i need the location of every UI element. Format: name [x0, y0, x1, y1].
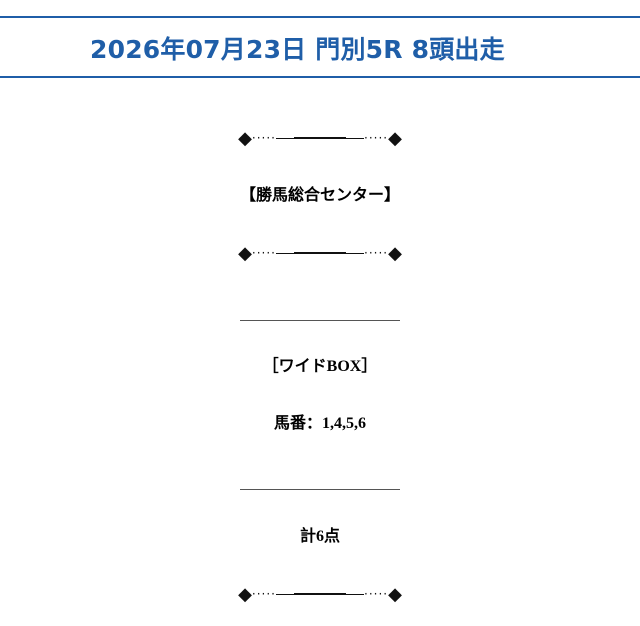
dash-left: [276, 138, 294, 139]
bet-type: ［ワイドBOX］: [262, 358, 378, 375]
dash-left: [276, 253, 294, 254]
dash-right: [346, 253, 364, 254]
diamond-icon: ◆: [238, 128, 252, 149]
center-name: 【勝馬総合センター】: [239, 187, 400, 204]
diamond-icon: ◆: [388, 128, 402, 149]
ornament-divider-middle: ◆··········◆: [0, 243, 640, 264]
header-bar: 2026年07月23日 門別5R 8頭出走: [0, 16, 640, 78]
horse-numbers: 馬番：1,4,5,6: [273, 415, 366, 432]
dash-right: [346, 594, 364, 595]
dash-left: [276, 594, 294, 595]
diamond-icon: ◆: [388, 584, 402, 605]
dots-left: ·····: [251, 587, 276, 601]
horizontal-rule: [240, 489, 400, 490]
ornament-divider-bottom: ◆··········◆: [0, 584, 640, 605]
page-title: 2026年07月23日 門別5R 8頭出走: [90, 35, 505, 64]
diamond-icon: ◆: [238, 584, 252, 605]
dots-left: ·····: [251, 131, 276, 145]
bold-dash-center: [294, 593, 346, 595]
diamond-icon: ◆: [238, 243, 252, 264]
dots-right: ·····: [364, 131, 389, 145]
ornament-divider-top: ◆··········◆: [0, 128, 640, 149]
bold-dash-center: [294, 137, 346, 139]
bold-dash-center: [294, 252, 346, 254]
diamond-icon: ◆: [388, 243, 402, 264]
dots-left: ·····: [251, 246, 276, 260]
total-count: 計6点: [299, 528, 340, 545]
rule-divider-2: [0, 477, 640, 495]
dash-right: [346, 138, 364, 139]
dots-right: ·····: [364, 246, 389, 260]
horizontal-rule: [240, 320, 400, 321]
dots-right: ·····: [364, 587, 389, 601]
rule-divider-1: [0, 308, 640, 326]
